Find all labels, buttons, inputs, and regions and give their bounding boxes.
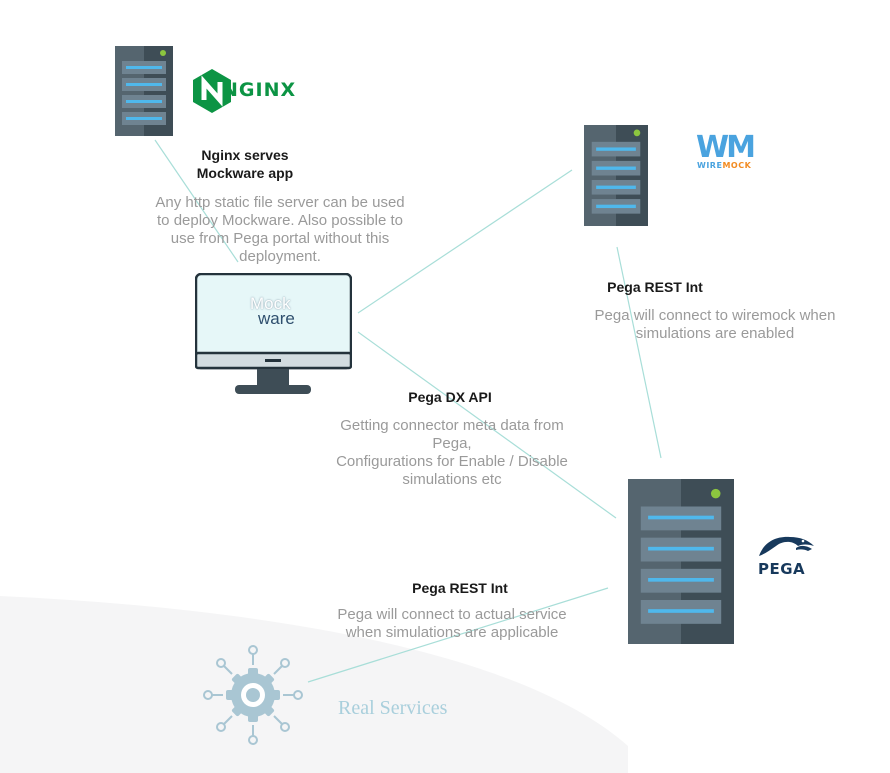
wiremock-logo-mock: MOCK xyxy=(722,161,752,170)
mockware-screen-logo: Mock ware xyxy=(240,294,320,334)
pega-pegasus-icon xyxy=(759,536,814,556)
wiremock-logo-mark: WM xyxy=(696,130,756,165)
dx-api-title: Pega DX API xyxy=(408,389,492,405)
wiremock-logo: WM WIREMOCK xyxy=(696,130,772,174)
real-services-label: Real Services xyxy=(338,697,448,719)
rest-int-actual-description: Pega will connect to actual service when… xyxy=(337,606,567,641)
nginx-server-icon xyxy=(115,46,173,136)
connector-pega-real-services xyxy=(307,587,609,683)
connector-nginx-monitor xyxy=(154,139,239,263)
rest-int-actual-title: Pega REST Int xyxy=(412,580,508,596)
connector-wiremock-pega xyxy=(616,246,662,459)
rest-int-wiremock-description: Pega will connect to wiremock when simul… xyxy=(594,307,836,342)
nginx-logo: NGINX xyxy=(192,68,302,114)
mockware-screen-line1: Mock xyxy=(250,294,291,313)
nginx-hexagon-icon xyxy=(193,69,231,113)
wiremock-server-icon xyxy=(584,125,648,226)
connector-monitor-wiremock xyxy=(357,169,573,314)
rest-int-wiremock-title: Pega REST Int xyxy=(607,279,703,295)
nginx-description: Any http static file server can be used … xyxy=(155,194,405,265)
real-services-gear-icon xyxy=(203,645,303,745)
pega-server-icon xyxy=(628,479,734,644)
pega-logo: PEGA xyxy=(754,530,818,580)
pega-logo-text: PEGA xyxy=(758,560,806,578)
wiremock-logo-wire: WIRE xyxy=(697,161,723,170)
nginx-logo-text: NGINX xyxy=(222,79,297,101)
dx-api-description: Getting connector meta data from Pega, C… xyxy=(336,417,568,488)
mockware-monitor-icon xyxy=(195,273,352,394)
connector-monitor-pega xyxy=(357,331,617,519)
wiremock-logo-wordmark: WIREMOCK xyxy=(697,161,751,170)
mockware-screen-line2: ware xyxy=(258,309,295,328)
nginx-title: Nginx serves Mockware app xyxy=(196,147,294,181)
